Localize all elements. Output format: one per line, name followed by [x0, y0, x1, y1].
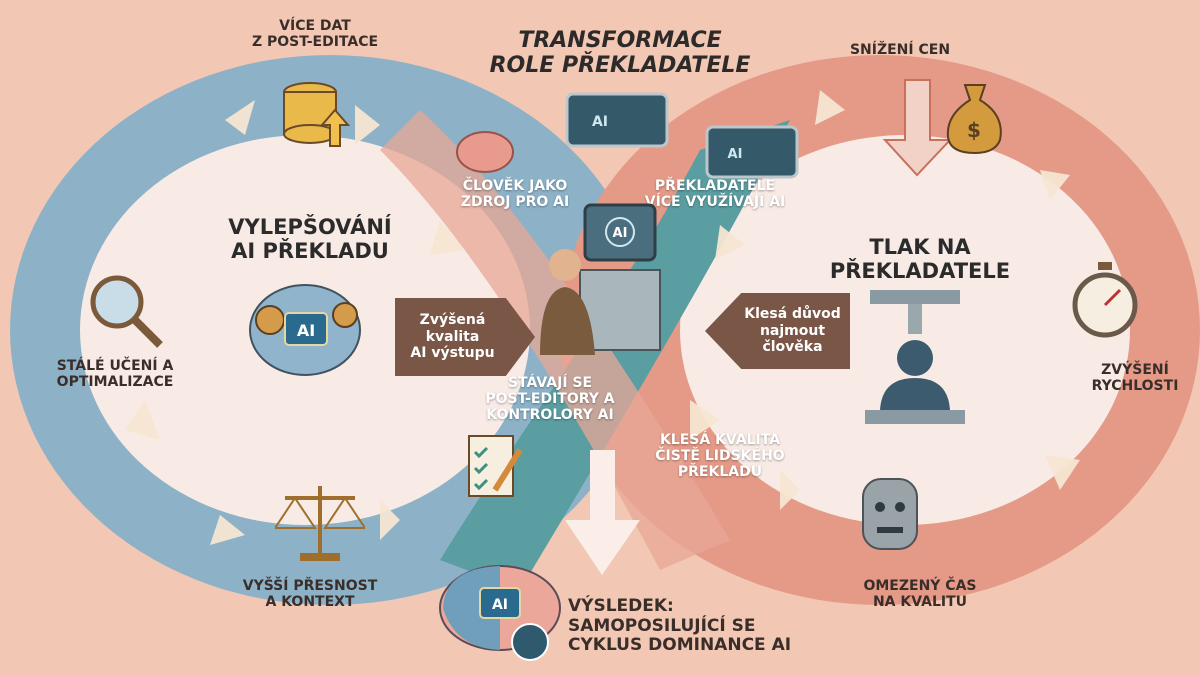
label-line: Více dat — [279, 18, 351, 34]
step-limited-time: Omezený čas na kvalitu — [850, 578, 990, 610]
step-learning: Stálé učení a optimalizace — [30, 358, 200, 390]
money-bag-icon: $ — [946, 84, 1002, 155]
label-line: AI výstupu — [410, 345, 495, 362]
step-precision: Vyšší přesnost a kontext — [225, 578, 395, 610]
press-person-icon — [865, 290, 965, 424]
price-down-arrow — [882, 79, 953, 177]
label-line: kvalita — [425, 328, 480, 345]
stopwatch-icon — [1072, 262, 1138, 338]
right-heading: Tlak na překladatele — [820, 235, 1020, 283]
label-line: Stálé učení a — [56, 358, 174, 374]
post-editors-label: Stávají se post-editory a kontrolory AI — [480, 375, 620, 423]
operator-console-icon: AI — [540, 203, 661, 355]
console-ai-text: AI — [613, 226, 628, 241]
label-line: člověka — [762, 339, 823, 356]
title-line: Transformace — [518, 28, 722, 53]
label-line: Člověk jako — [462, 178, 568, 194]
label-line: a kontext — [265, 594, 355, 611]
result-label: Výsledek: samoposilující se cyklus domin… — [568, 596, 792, 656]
robot-face-icon — [862, 478, 918, 550]
label-line: více využívají AI — [644, 194, 786, 211]
label-line: cyklus dominance AI — [568, 635, 792, 656]
result-brain-ai-icon: AI — [439, 565, 561, 661]
translators-use-ai-label: Překladatelé více využívají AI — [635, 178, 795, 210]
result-badge-text: AI — [492, 597, 508, 613]
label-line: post-editory a — [485, 391, 615, 408]
label-line: čistě lidského — [655, 448, 785, 465]
arrow-increased-quality: Zvýšená kvalita AI výstupu — [395, 298, 535, 376]
left-heading: Vylepšování AI překladu — [210, 215, 410, 263]
flow-arrows — [125, 90, 1080, 545]
scales-icon — [275, 486, 365, 561]
label-line: Zvýšení — [1101, 362, 1169, 378]
label-line: kontrolory AI — [486, 407, 614, 424]
clipboard-checklist-icon — [468, 435, 523, 497]
label-line: zdroj pro AI — [460, 194, 570, 211]
main-title: Transformace role překladatele — [440, 28, 800, 79]
brain-icon — [456, 131, 514, 173]
brain-gears-ai-icon: AI — [249, 284, 361, 376]
label-line: najmout — [759, 322, 826, 339]
label-line: optimalizace — [56, 374, 174, 391]
tablet-ai-text: AI — [592, 114, 608, 130]
quality-drops-label: Klesá kvalita čistě lidského překladu — [655, 432, 785, 480]
right-loop-inner — [680, 135, 1130, 525]
heading-line: Tlak na — [869, 235, 971, 259]
svg-text:$: $ — [967, 118, 981, 142]
label-line: rychlosti — [1091, 378, 1179, 395]
label-line: Vyšší přesnost — [242, 578, 378, 594]
step-more-data: Více dat z post-editace — [235, 18, 395, 50]
crossing-band — [440, 120, 790, 590]
title-line: role překladatele — [489, 53, 751, 79]
label-line: Výsledek: — [568, 596, 674, 616]
ai-badge-text: AI — [297, 321, 315, 340]
label-line: na kvalitu — [872, 594, 968, 611]
label-line: Omezený čas — [863, 578, 977, 594]
step-speed: Zvýšení rychlosti — [1080, 362, 1190, 394]
heading-line: překladatele — [829, 259, 1011, 284]
heading-line: Vylepšování — [228, 215, 392, 239]
tablet-ai-text: AI — [728, 147, 743, 162]
label-line: samoposilující se — [568, 615, 756, 636]
result-arrow — [565, 450, 640, 575]
arrow-less-reason-to-hire: Klesá důvod najmout člověka — [705, 293, 850, 369]
label-line: z post-editace — [251, 34, 379, 51]
database-icon — [283, 82, 350, 147]
heading-line: AI překladu — [231, 239, 389, 264]
magnifier-gears-icon — [90, 275, 163, 348]
label-line: Klesá kvalita — [659, 432, 781, 448]
label-line: Stávají se — [507, 375, 593, 391]
step-price-drop: Snížení cen — [830, 42, 970, 58]
tablet-ai-icon: AI — [705, 125, 799, 179]
label-line: Překladatelé — [654, 178, 776, 194]
label-line: Klesá důvod — [744, 305, 841, 322]
label-line: Snížení cen — [849, 42, 951, 58]
label-line: překladu — [677, 464, 763, 481]
human-source-label: Člověk jako zdroj pro AI — [440, 178, 590, 210]
label-line: Zvýšená — [419, 311, 486, 328]
tablet-ai-icon: AI — [565, 92, 669, 148]
